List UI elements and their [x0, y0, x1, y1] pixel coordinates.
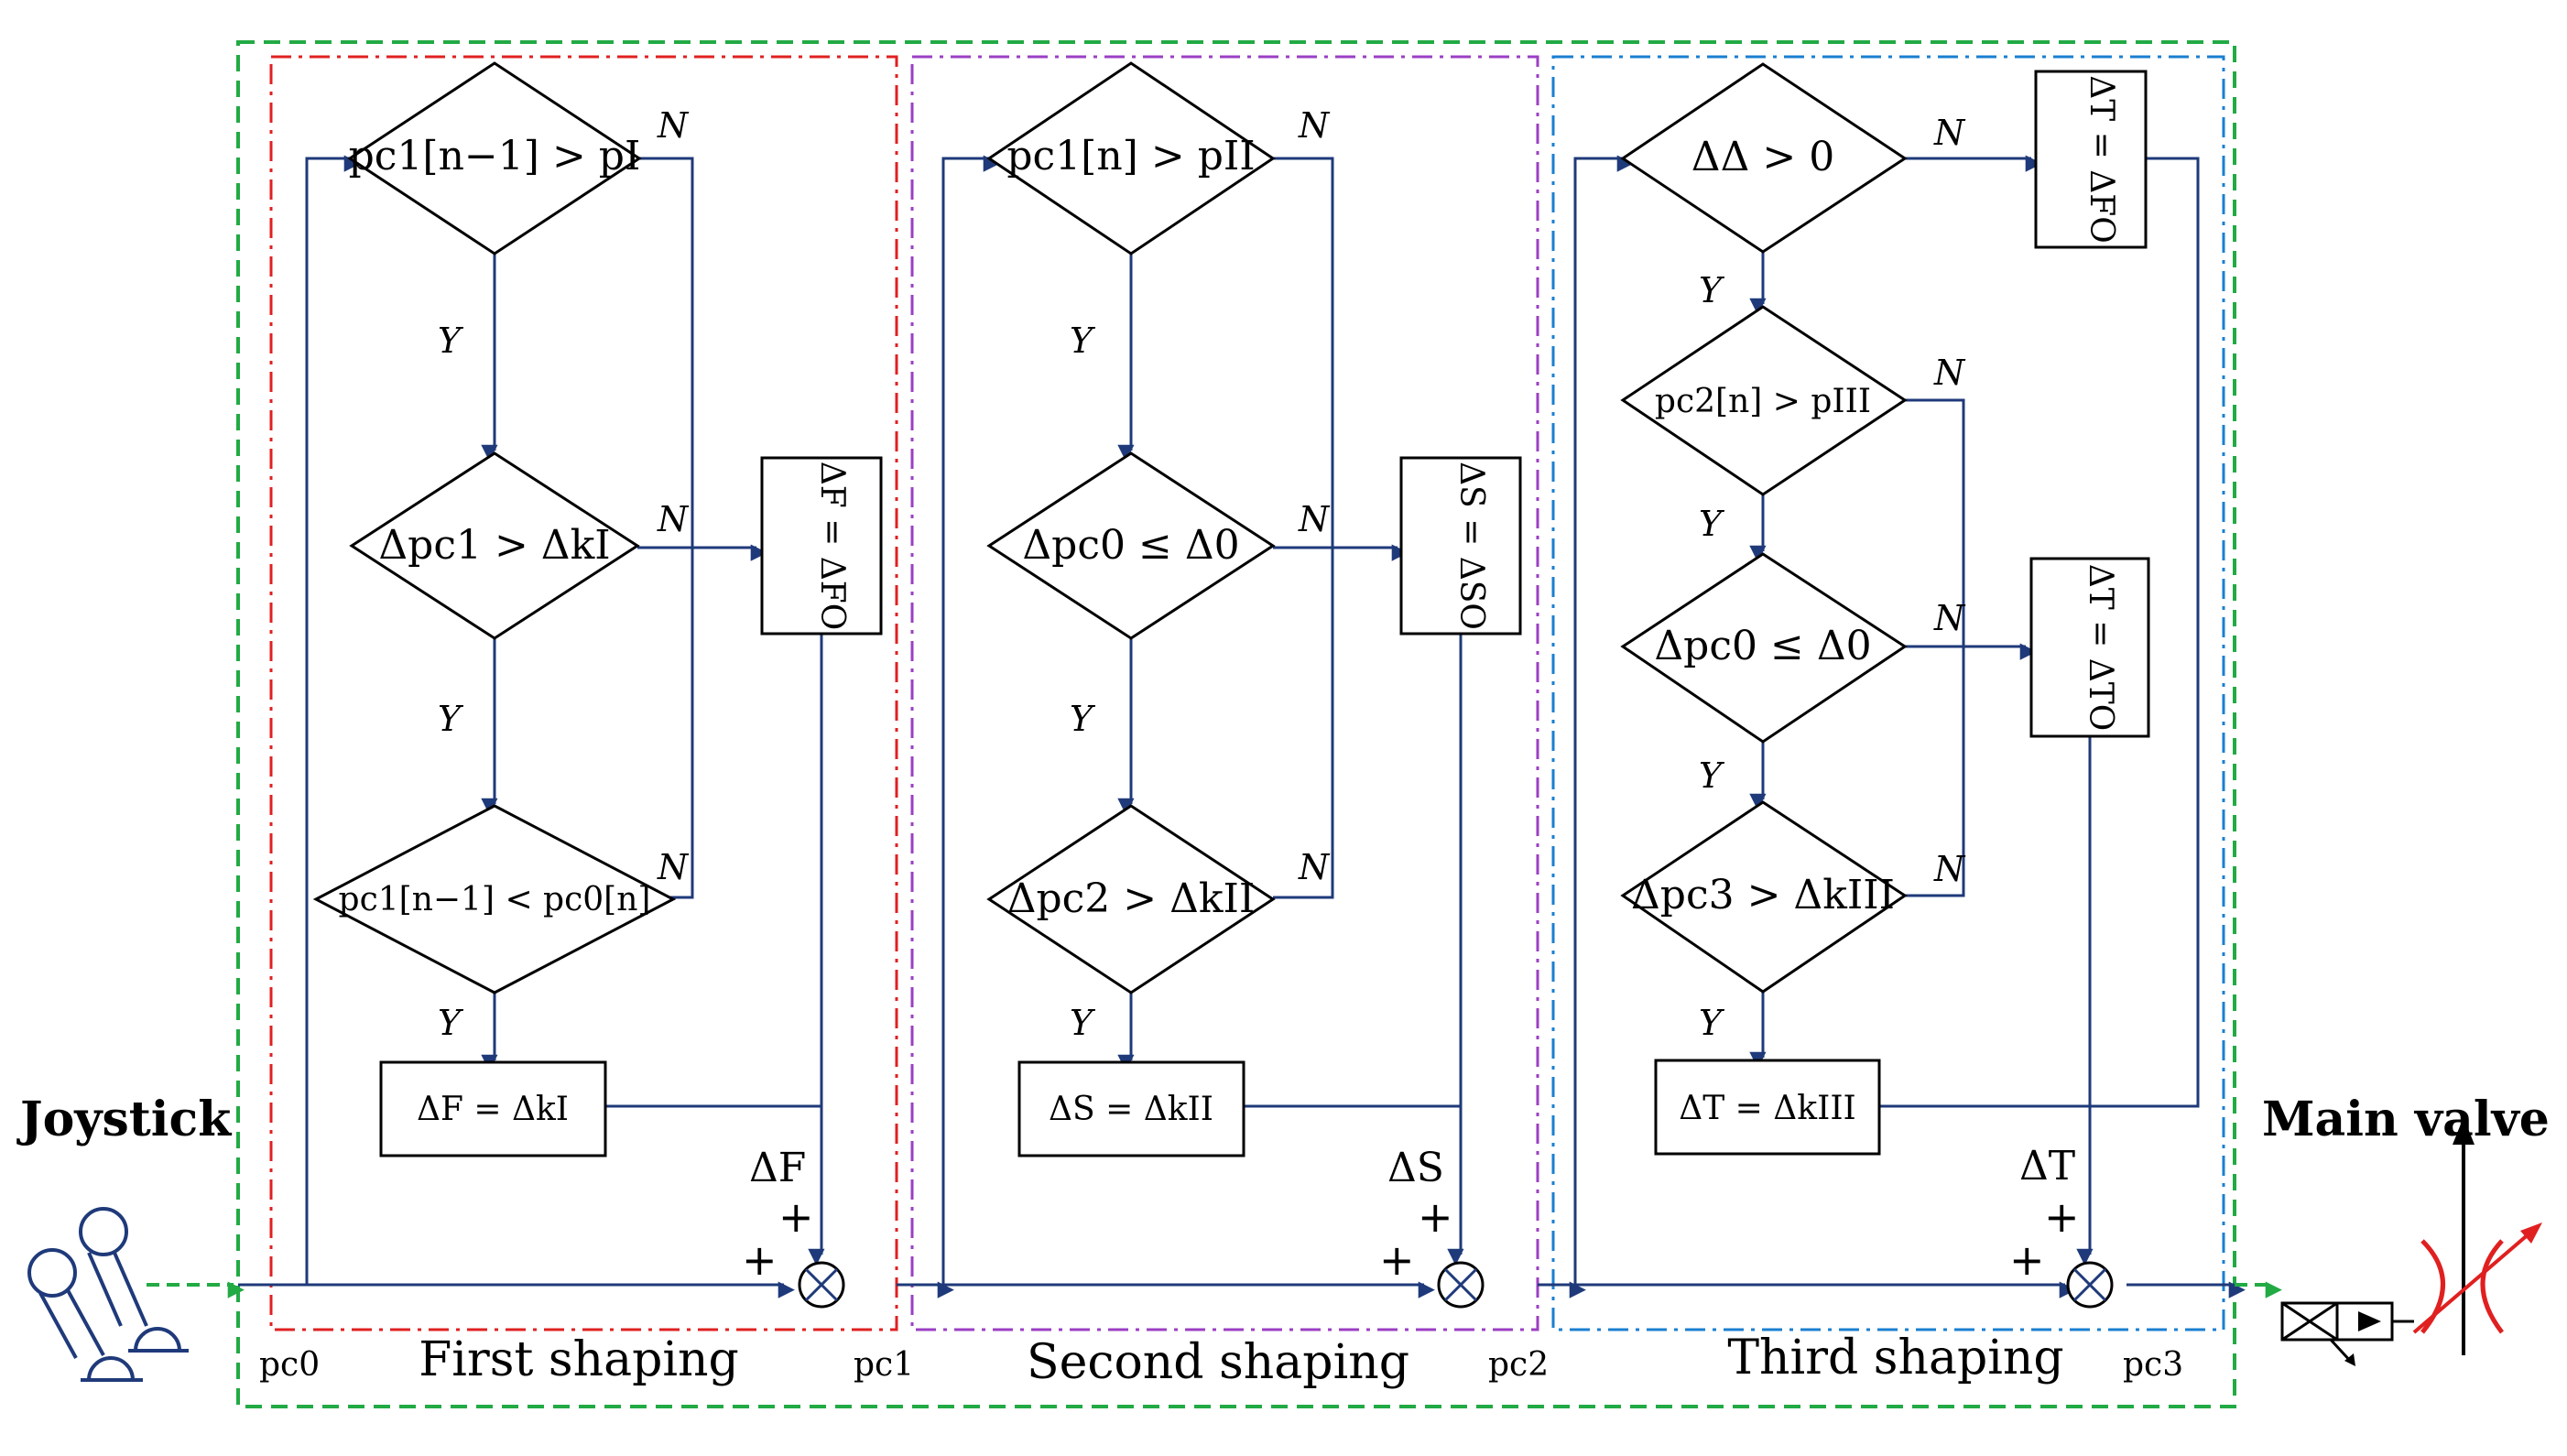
joystick-base-right — [133, 1327, 182, 1353]
stage2-delta-s-label: ΔS — [1387, 1145, 1444, 1191]
stage3-cond3: Δpc3 > ΔkIII — [1631, 872, 1895, 918]
stage3-yes-label-2: Y — [1699, 504, 1725, 544]
stage3-no-label-2: N — [1933, 353, 1966, 393]
joystick-knob-right — [79, 1207, 128, 1256]
signal-pc3-label: pc3 — [2123, 1346, 2183, 1384]
stage2-boundary — [910, 55, 1539, 1331]
stage3-logic: ΔΔ > 0 pc2[n] > pIII Δpc0 ≤ Δ0 Δpc3 > Δk… — [1538, 62, 2246, 1385]
joystick-knob-left — [27, 1248, 77, 1298]
joystick-base-left — [86, 1356, 136, 1382]
stage1-plus-left: + — [742, 1235, 778, 1285]
stage2-no-label-1: N — [1298, 105, 1331, 146]
stage2-no-label-3: N — [1298, 847, 1331, 887]
stage1-yes-label-2: Y — [438, 699, 464, 739]
stage1-no-label-3: N — [657, 847, 690, 887]
stage1-cond2: Δpc1 > ΔkI — [378, 522, 610, 569]
signal-pc2-label: pc2 — [1488, 1346, 1549, 1384]
stage2-logic: pc1[n] > pII Δpc0 ≤ Δ0 Δpc2 > ΔkII ΔS = … — [897, 61, 1549, 1390]
stage2-no-action: ΔS = ΔSO — [1452, 462, 1490, 630]
valve-flow-icon — [2358, 1311, 2381, 1331]
stage2-no-label-2: N — [1298, 499, 1331, 539]
stage1-boundary — [269, 55, 898, 1331]
signal-pc0-label: pc0 — [259, 1346, 320, 1384]
joystick: Joystick — [16, 1092, 245, 1382]
stage1-yes-label-1: Y — [438, 321, 464, 361]
stage3-boundary — [1551, 55, 2225, 1331]
valve-adjust-arrow — [2412, 1225, 2539, 1334]
stage1-yes-action: ΔF = ΔkI — [417, 1091, 569, 1128]
valve-orifice-left-icon — [2420, 1239, 2445, 1334]
stage2-cond1: pc1[n] > pII — [1006, 133, 1255, 179]
stage1-no-action: ΔF = ΔFO — [813, 462, 851, 631]
stage3-cond2: Δpc0 ≤ Δ0 — [1654, 623, 1871, 669]
stage3-plus-left: + — [2009, 1235, 2045, 1285]
stage3-cond0: ΔΔ > 0 — [1691, 134, 1834, 180]
stage1-plus-top: + — [778, 1192, 814, 1242]
stage2-yes-label-1: Y — [1070, 321, 1096, 361]
stage2-title: Second shaping — [1027, 1335, 1409, 1390]
signal-pc1-label: pc1 — [854, 1346, 914, 1384]
stage3-delta-t-label: ΔT — [2019, 1143, 2075, 1190]
stage3-no-action-mid: ΔT = ΔTO — [2082, 564, 2119, 732]
stage1-cond3: pc1[n−1] < pc0[n] — [339, 881, 651, 918]
outer-boundary — [236, 40, 2236, 1408]
stage2-yes-label-3: Y — [1070, 1003, 1096, 1043]
stage2-plus-top: + — [1418, 1192, 1453, 1242]
stage3-no-label-4: N — [1933, 849, 1966, 889]
stage3-yes-label-3: Y — [1699, 755, 1725, 796]
stage1-no-label-1: N — [657, 105, 690, 146]
stage2-yes-action: ΔS = ΔkII — [1049, 1091, 1213, 1128]
stage2-cond3: Δpc2 > ΔkII — [1007, 875, 1256, 922]
stage2-cond2: Δpc0 ≤ Δ0 — [1022, 522, 1239, 569]
stage3-no-label-1: N — [1933, 113, 1966, 153]
stage2-yes-label-2: Y — [1070, 699, 1096, 739]
stage3-yes-label-1: Y — [1699, 270, 1725, 310]
main-valve: Main valve — [2235, 1092, 2550, 1366]
stage2-plus-left: + — [1379, 1235, 1415, 1285]
valve-orifice-right-icon — [2480, 1239, 2504, 1334]
stage1-logic: pc1[n−1] > pI Δpc1 > ΔkI pc1[n−1] < pc0[… — [238, 61, 914, 1387]
stage3-yes-label-4: Y — [1699, 1003, 1725, 1043]
stage1-delta-f-label: ΔF — [749, 1145, 806, 1191]
stage3-title: Third shaping — [1727, 1331, 2063, 1385]
stage3-no-label-3: N — [1933, 598, 1966, 638]
stage1-yes-label-3: Y — [438, 1003, 464, 1043]
stage3-cond1: pc2[n] > pIII — [1655, 383, 1871, 420]
stage3-no-action-top: ΔT = ΔFO — [2083, 75, 2120, 244]
main-valve-label: Main valve — [2262, 1092, 2550, 1147]
stage3-yes-action: ΔT = ΔkIII — [1679, 1090, 1856, 1127]
stage1-no-label-2: N — [657, 499, 690, 539]
stage3-plus-top: + — [2044, 1192, 2080, 1242]
joystick-label: Joystick — [16, 1092, 232, 1147]
stage1-cond1: pc1[n−1] > pI — [349, 133, 641, 179]
stage1-title: First shaping — [419, 1332, 739, 1387]
